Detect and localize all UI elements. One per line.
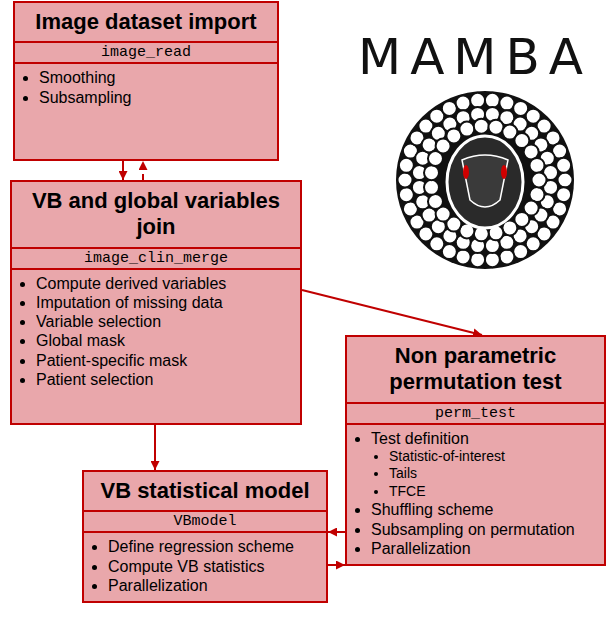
snake-scale (488, 120, 503, 135)
snake-scale (459, 122, 474, 137)
snake-scale (456, 96, 471, 111)
bullet-item: Compute derived variables (36, 274, 294, 293)
box-title: VB statistical model (84, 472, 326, 510)
snake-scale (485, 252, 500, 267)
snake-scale (470, 93, 485, 108)
snake-scale (532, 173, 547, 188)
snake-snout (462, 155, 508, 207)
bullet-item: Patient selection (36, 370, 294, 389)
logo-wordmark: MAMBA (355, 28, 595, 86)
flow-arrow (122, 161, 124, 180)
bullet-item: Patient-specific mask (36, 351, 294, 370)
bullet-item: Compute VB statistics (108, 557, 320, 576)
function-name: VBmodel (84, 510, 326, 533)
snake-scale (513, 244, 528, 259)
bullet-item: Tails (389, 465, 598, 483)
snake-head (447, 136, 523, 228)
bullet-item: Smoothing (39, 68, 271, 87)
bullet-item: Subsampling on permutation (371, 520, 598, 539)
flow-arrow (142, 161, 144, 180)
function-name: image_clin_merge (12, 247, 300, 270)
bullet-item: Define regression scheme (108, 537, 320, 556)
logo-scales (398, 93, 573, 267)
bullet-item: Variable selection (36, 312, 294, 331)
flow-arrow (328, 531, 345, 533)
snake-scale (499, 249, 514, 264)
snake-scale (499, 96, 514, 111)
bullet-item: Statistic-of-interest (389, 448, 598, 466)
function-name: image_read (15, 41, 277, 64)
snake-scale (558, 173, 573, 188)
snake-scale (424, 165, 439, 180)
flow-arrow (154, 425, 156, 470)
box-title: Non parametric permutation test (347, 337, 604, 402)
snake-scale (529, 158, 544, 173)
snake-scale (398, 173, 413, 188)
snake-scale (474, 119, 489, 134)
snake-scale (456, 249, 471, 264)
snake-scale (470, 252, 485, 267)
box-title: Image dataset import (15, 3, 277, 41)
bullet-item: Shuffling scheme (371, 500, 598, 519)
snake-eye (463, 165, 469, 179)
bullet-list: Compute derived variablesImputation of m… (12, 274, 300, 389)
box-title: VB and global variables join (12, 182, 300, 247)
process-box: Image dataset importimage_readSmoothingS… (13, 1, 279, 161)
bullet-item: TFCE (389, 483, 598, 501)
process-box: VB and global variables joinimage_clin_m… (10, 180, 302, 425)
bullet-item: Test definition (371, 429, 598, 448)
function-name: perm_test (347, 402, 604, 425)
snake-scale (424, 180, 439, 195)
bullet-list: Test definitionStatistic-of-interestTail… (347, 429, 604, 558)
snake-scale (485, 93, 500, 108)
bullet-list: Define regression schemeCompute VB stati… (84, 537, 326, 595)
snake-eye (501, 165, 507, 179)
process-box: Non parametric permutation testperm_test… (345, 335, 606, 566)
logo-ring (396, 91, 574, 269)
flow-arrow (328, 564, 345, 566)
snake-scale (442, 101, 457, 116)
bullet-list: SmoothingSubsampling (15, 68, 277, 106)
flow-arrow (302, 290, 482, 335)
process-box: VB statistical modelVBmodelDefine regres… (82, 470, 328, 603)
bullet-item: Subsampling (39, 88, 271, 107)
bullet-item: Global mask (36, 331, 294, 350)
bullet-item: Parallelization (371, 539, 598, 558)
snake-scale (428, 194, 443, 209)
bullet-item: Imputation of missing data (36, 293, 294, 312)
bullet-item: Parallelization (108, 576, 320, 595)
